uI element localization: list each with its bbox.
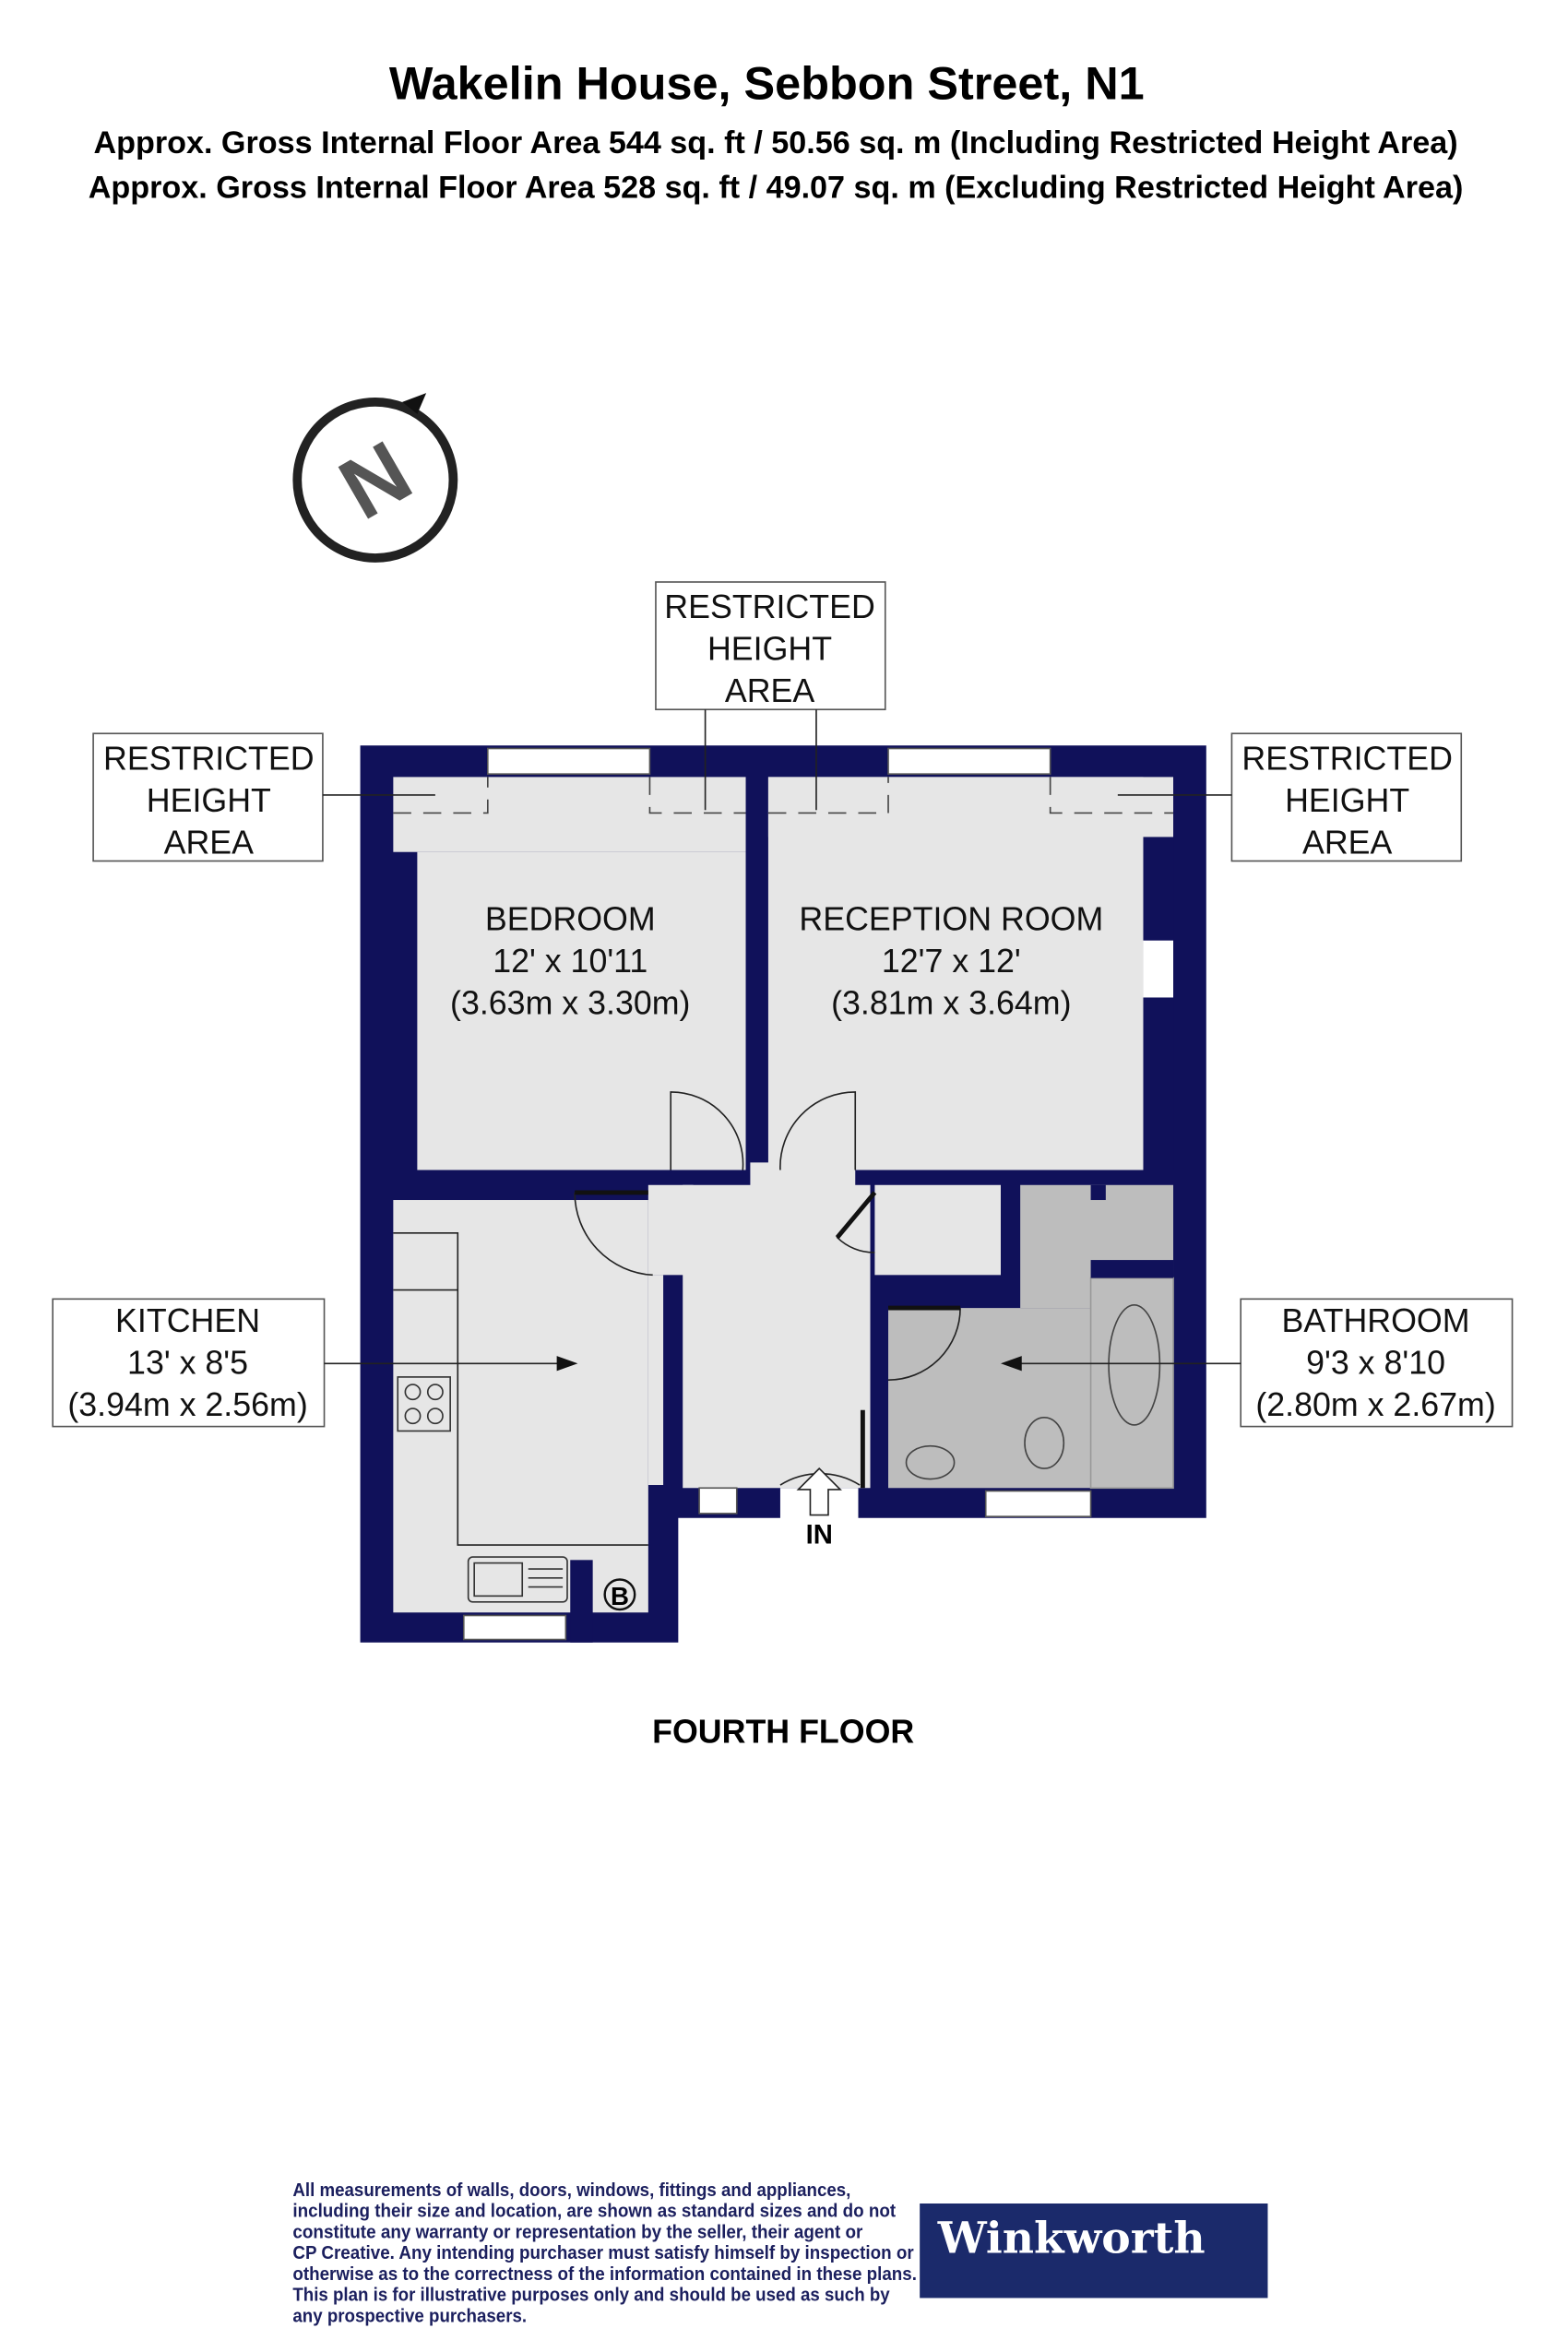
- hallway: [647, 1162, 1001, 1489]
- svg-text:B: B: [611, 1582, 629, 1610]
- svg-text:Winkworth: Winkworth: [937, 2214, 1206, 2264]
- svg-text:CP Creative. Any intending pur: CP Creative. Any intending purchaser mus…: [292, 2243, 913, 2263]
- bedroom-label: BEDROOM 12' x 10'11 (3.63m x 3.30m): [450, 900, 690, 1021]
- kitchen: B: [393, 1200, 664, 1643]
- svg-text:All measurements of walls, doo: All measurements of walls, doors, window…: [292, 2180, 850, 2201]
- svg-text:HEIGHT: HEIGHT: [707, 631, 832, 668]
- svg-text:constitute any warranty or rep: constitute any warranty or representatio…: [292, 2222, 862, 2242]
- svg-text:HEIGHT: HEIGHT: [1285, 782, 1409, 819]
- svg-text:12' x 10'11: 12' x 10'11: [493, 943, 647, 980]
- north-compass-icon: N: [292, 393, 458, 563]
- svg-text:AREA: AREA: [164, 824, 255, 861]
- doors: [574, 1091, 961, 1489]
- svg-text:(2.80m x 2.67m): (2.80m x 2.67m): [1255, 1386, 1495, 1423]
- sink-icon: [467, 1556, 568, 1603]
- svg-text:13' x 8'5: 13' x 8'5: [127, 1345, 248, 1382]
- svg-text:any prospective purchasers.: any prospective purchasers.: [292, 2306, 527, 2326]
- svg-text:(3.63m x 3.30m): (3.63m x 3.30m): [450, 984, 690, 1021]
- boiler-icon: B: [603, 1578, 636, 1611]
- svg-text:AREA: AREA: [725, 672, 815, 709]
- restricted-height-boundary: [393, 777, 1174, 814]
- svg-text:RESTRICTED: RESTRICTED: [103, 740, 315, 777]
- svg-text:(3.94m x 2.56m): (3.94m x 2.56m): [67, 1386, 307, 1423]
- svg-text:HEIGHT: HEIGHT: [147, 782, 271, 819]
- basin-icon: [905, 1444, 956, 1480]
- bedroom: [393, 777, 746, 1170]
- svg-text:RECEPTION ROOM: RECEPTION ROOM: [799, 900, 1103, 937]
- toilet-icon: [1024, 1417, 1065, 1469]
- entrance-arrow-icon: [796, 1467, 842, 1516]
- svg-text:BATHROOM: BATHROOM: [1282, 1302, 1470, 1339]
- svg-text:(3.81m x 3.64m): (3.81m x 3.64m): [831, 984, 1071, 1021]
- svg-text:9'3 x 8'10: 9'3 x 8'10: [1306, 1345, 1445, 1382]
- floor-name: FOURTH FLOOR: [652, 1714, 914, 1751]
- area-excluding: Approx. Gross Internal Floor Area 528 sq…: [89, 171, 1464, 206]
- compass-letter: N: [324, 422, 426, 538]
- svg-text:AREA: AREA: [1302, 824, 1393, 861]
- svg-text:otherwise as to the correctnes: otherwise as to the correctness of the i…: [292, 2264, 917, 2285]
- property-title: Wakelin House, Sebbon Street, N1: [389, 56, 1145, 109]
- hob-icon: [397, 1376, 451, 1432]
- restricted-height-callout-left: RESTRICTED HEIGHT AREA: [92, 732, 435, 862]
- winkworth-logo: Winkworth: [920, 2203, 1268, 2299]
- svg-text:12'7 x 12': 12'7 x 12': [882, 943, 1021, 980]
- restricted-height-callout-top: RESTRICTED HEIGHT AREA: [655, 581, 886, 811]
- bathroom-callout: BATHROOM 9'3 x 8'10 (2.80m x 2.67m): [1000, 1298, 1514, 1428]
- svg-text:BEDROOM: BEDROOM: [485, 900, 656, 937]
- bathroom: [888, 1184, 1174, 1490]
- svg-text:RESTRICTED: RESTRICTED: [664, 588, 875, 625]
- restricted-height-callout-right: RESTRICTED HEIGHT AREA: [1117, 732, 1463, 862]
- svg-text:RESTRICTED: RESTRICTED: [1241, 740, 1453, 777]
- reception-label: RECEPTION ROOM 12'7 x 12' (3.81m x 3.64m…: [799, 900, 1103, 1021]
- svg-text:This plan is for illustrative: This plan is for illustrative purposes o…: [292, 2286, 890, 2306]
- svg-text:including their size and locat: including their size and location, are s…: [292, 2202, 896, 2222]
- entrance-label: IN: [806, 1520, 833, 1550]
- area-including: Approx. Gross Internal Floor Area 544 sq…: [93, 125, 1457, 160]
- windows: [462, 747, 1092, 1641]
- disclaimer: All measurements of walls, doors, window…: [292, 2180, 917, 2327]
- reception-room: [767, 777, 1174, 1170]
- svg-text:KITCHEN: KITCHEN: [115, 1302, 260, 1339]
- kitchen-callout: KITCHEN 13' x 8'5 (3.94m x 2.56m): [52, 1298, 578, 1428]
